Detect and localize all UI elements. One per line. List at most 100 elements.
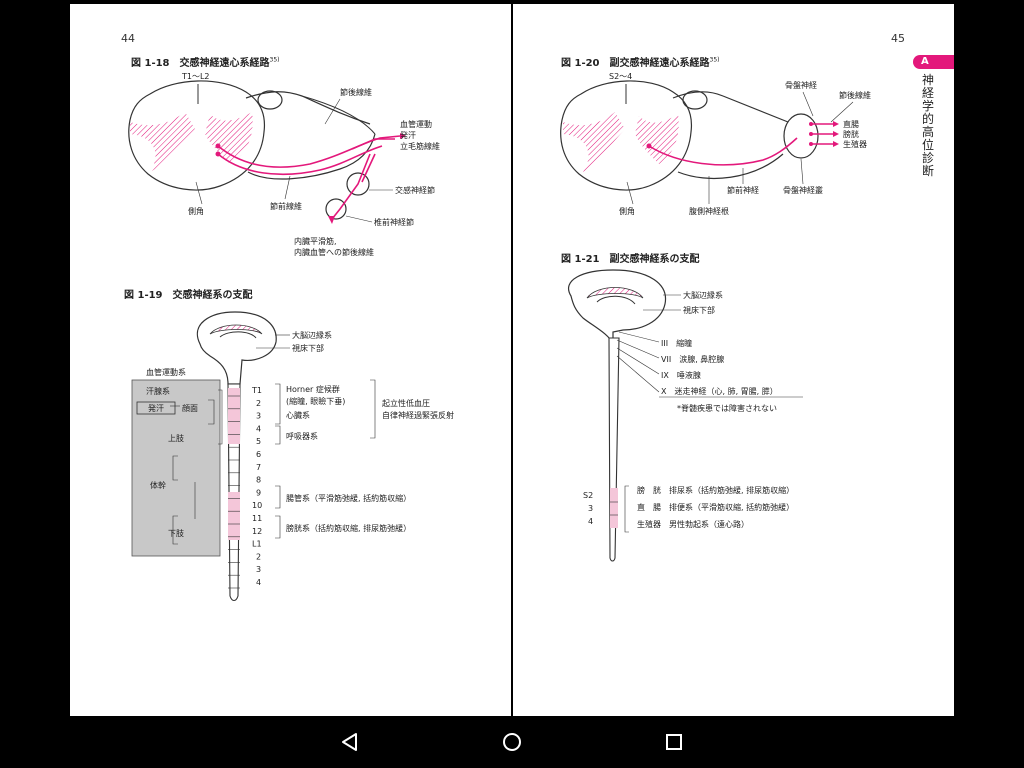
fig19-segment-label: 8 [256, 476, 261, 485]
fig19-label-limbic: 大脳辺縁系 [292, 330, 332, 340]
fig19-segment-label: 12 [252, 527, 262, 536]
chapter-tab: A [913, 55, 954, 69]
fig19-label-horner-detail: (縮瞳, 眼瞼下垂) [286, 396, 345, 406]
fig19-label-hypothalamus: 視床下部 [292, 343, 324, 353]
fig21-label-limbic: 大脳辺縁系 [683, 290, 723, 300]
fig19-label-face: 顔面 [182, 403, 198, 413]
fig19-segment-label: 9 [256, 488, 261, 497]
fig21-title: 図 1-21 副交感神経系の支配 [561, 254, 700, 265]
fig18-label-visceral-1: 内臓平滑筋, [294, 236, 337, 246]
fig19-title: 図 1-19 交感神経系の支配 [124, 290, 253, 301]
fig20-label-lateral-horn: 側角 [619, 206, 635, 216]
fig19-segment-label: 11 [252, 514, 262, 523]
home-circle-icon [503, 733, 521, 751]
fig20-label-genitals: 生殖器 [843, 139, 867, 149]
navigation-bar [0, 716, 1024, 768]
fig19-label-sweat-system: 汗腺系 [146, 386, 170, 396]
fig20-label-ventral-root: 腹側神経根 [689, 206, 729, 216]
fig20-label-preganglionic: 節前神経 [727, 185, 759, 195]
fig18-label-prevertebral-ganglion: 椎前神経節 [374, 217, 414, 227]
fig18-title: 図 1-18 交感神経遠心系経路35) [131, 56, 280, 69]
right-page: 45 図 1-20 副交感神経遠心系経路35) S2〜4 骨盤神経 節後線維 [513, 4, 954, 716]
fig18-label-postganglionic: 節後線維 [340, 87, 372, 97]
fig21-segment-label: 4 [588, 517, 593, 526]
fig21-label-bladder-line: 膀 胱 排尿系（括約筋弛緩, 排尿筋収縮） [637, 485, 794, 495]
fig18-label-vasomotor: 血管運動 [400, 119, 432, 129]
fig20-spinal-cord [560, 80, 693, 191]
back-triangle-icon [342, 733, 357, 751]
fig19-segment-label: T1 [251, 386, 262, 395]
fig18-diagram: T1〜L2 節後線維 血管運動 発汗 立毛筋線維 交感神経節 側角 [128, 72, 440, 257]
fig19-brain [196, 311, 277, 385]
fig21-diagram: 大脳辺縁系 視床下部 III 縮瞳 VII 涙腺, 鼻腔腺 IX 唾液腺 X 迷… [568, 269, 803, 562]
fig19-segment-label: 3 [256, 412, 261, 421]
fig19-label-upper-limb: 上肢 [168, 433, 184, 443]
fig19-label-autonomic-reflex: 自律神経過緊張反射 [382, 410, 454, 420]
fig20-diagram: S2〜4 骨盤神経 節後線維 直腸 膀胱 生殖器 側角 腹側神経根 節前神経 [560, 72, 871, 216]
recent-apps-button[interactable] [658, 726, 690, 758]
fig20-label-rectum: 直腸 [843, 119, 859, 129]
fig19-segment-label: 4 [256, 578, 261, 587]
fig21-brain [568, 269, 667, 345]
fig18-grey-matter-right [205, 112, 253, 164]
fig18-label-visceral-2: 内臓血管への節後線維 [294, 247, 374, 257]
fig19-label-bladder: 膀胱系（括約筋収縮, 排尿筋弛緩） [286, 523, 411, 533]
fig19-label-lower-limb: 下肢 [168, 528, 184, 538]
fig19-segment-label: 2 [256, 552, 261, 561]
fig19-segment-label: 4 [256, 424, 261, 433]
page-number-left: 44 [121, 32, 135, 45]
fig21-label-genital-line: 生殖器 男性勃起系（遠心路） [637, 519, 749, 529]
page-number-right: 45 [891, 32, 905, 45]
chapter-tab-letter: A [921, 56, 929, 67]
fig19-segment-label: 2 [256, 399, 261, 408]
fig18-dorsal-ganglion [257, 90, 283, 110]
fig19-segment-label: 10 [252, 501, 262, 510]
fig20-title: 図 1-20 副交感神経遠心系経路35) [561, 56, 720, 69]
fig20-label-bladder: 膀胱 [843, 129, 859, 139]
fig18-label-lateral-horn: 側角 [188, 206, 204, 216]
fig19-label-orthostatic: 起立性低血圧 [382, 398, 430, 408]
fig20-label-pelvic-plexus: 骨盤神経叢 [783, 185, 823, 195]
left-page: 44 図 1-18 交感神経遠心系経路35) T1〜L2 [70, 4, 511, 716]
fig19-label-vasomotor: 血管運動系 [146, 367, 186, 377]
fig18-segment-label: T1〜L2 [181, 72, 210, 81]
fig19-sweating-box [136, 401, 176, 415]
fig19-segment-label: 7 [256, 463, 261, 472]
fig18-spinal-cord [128, 80, 266, 191]
fig19-vasomotor-box [131, 379, 221, 557]
chapter-title: 神経学的高位診断 [922, 73, 935, 178]
fig21-label-cn10: X 迷走神経（心, 肺, 胃腸, 膵） [661, 386, 778, 396]
fig21-label-rectum-line: 直 腸 排便系（平滑筋収縮, 括約筋弛緩） [637, 502, 794, 512]
fig21-label-cn7: VII 涙腺, 鼻腔腺 [661, 354, 724, 364]
fig19-diagram: 大脳辺縁系 視床下部 血管運動系 汗腺系 発汗 顔面 上肢 体幹 下肢 Horn… [131, 311, 454, 602]
fig18-label-preganglionic: 節前線維 [270, 201, 302, 211]
fig20-pelvic-plexus [783, 113, 819, 159]
fig19-label-horner: Horner 症候群 [286, 384, 340, 394]
fig19-segment-label: 5 [256, 437, 261, 446]
fig18-label-piloerector: 立毛筋線維 [400, 141, 440, 151]
fig21-label-hypothalamus: 視床下部 [683, 305, 715, 315]
fig19-segment-lines [228, 395, 240, 589]
fig18-sympathetic-ganglion [346, 172, 370, 196]
fig20-segment-label: S2〜4 [609, 72, 632, 81]
fig21-label-cn3: III 縮瞳 [661, 338, 692, 348]
fig19-label-heart: 心臓系 [286, 410, 310, 420]
fig21-label-note: *脊髄疾患では障害されない [677, 403, 777, 413]
fig19-segment-label: 3 [256, 565, 261, 574]
fig19-label-intestine: 腸管系（平滑筋弛緩, 括約筋収縮） [286, 493, 411, 503]
fig19-label-trunk: 体幹 [150, 480, 166, 490]
fig19-label-sweating: 発汗 [148, 404, 164, 413]
fig21-segment-label: 3 [588, 504, 593, 513]
fig20-label-pelvic-nerve: 骨盤神経 [785, 80, 817, 90]
fig21-segment-label: S2 [583, 491, 593, 500]
fig18-grey-matter-left [130, 112, 195, 172]
recent-square-icon [666, 734, 682, 750]
home-button[interactable] [496, 726, 528, 758]
fig18-label-sweat: 発汗 [400, 131, 416, 140]
fig18-prevertebral-ganglion [325, 198, 347, 220]
fig19-segment-label: 6 [256, 450, 261, 459]
fig18-label-sympathetic-ganglion: 交感神経節 [395, 185, 435, 195]
fig19-segment-label: L1 [252, 540, 262, 549]
back-button[interactable] [334, 726, 366, 758]
fig21-label-cn9: IX 唾液腺 [661, 370, 701, 380]
